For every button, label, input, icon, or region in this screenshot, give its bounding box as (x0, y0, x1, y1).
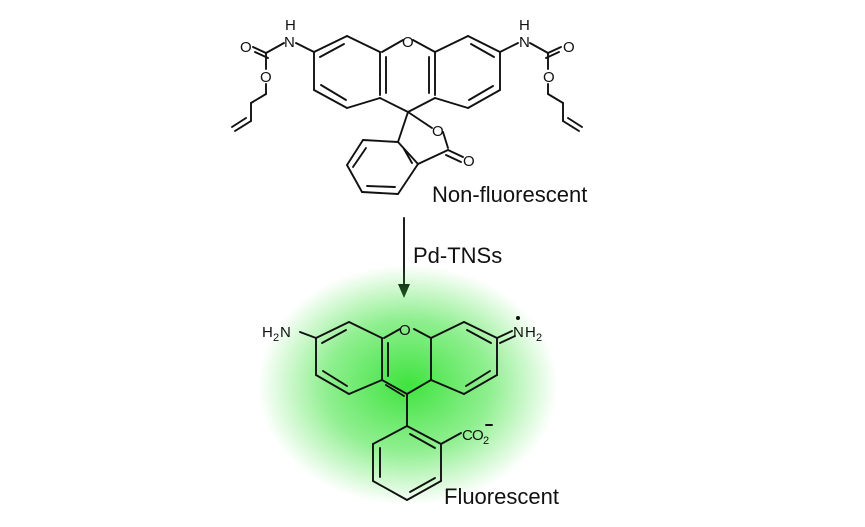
left-alloc-carbamate (231, 42, 315, 132)
fluorescence-glow (258, 265, 558, 505)
amine-h: H (262, 324, 273, 341)
lactone-carbonyl-oxygen: O (463, 153, 475, 170)
iminium-subscript: 2 (536, 332, 542, 344)
right-alloc-carbamate (499, 42, 583, 132)
product-xanthene-oxygen: O (399, 322, 411, 339)
fluorescent-label: Fluorescent (444, 484, 559, 509)
lactone-ring-oxygen: O (432, 123, 444, 140)
amine-n: N (280, 324, 291, 341)
left-ester-oxygen: O (260, 69, 272, 86)
amine-subscript: 2 (273, 332, 279, 344)
left-nh-hydrogen: H (285, 17, 296, 34)
carboxylate-c: C (462, 427, 473, 444)
carboxylate-o: O (472, 427, 484, 444)
xanthene-core (313, 35, 501, 113)
rhodamine-core (315, 321, 498, 397)
xanthene-oxygen: O (402, 34, 414, 51)
right-nh-hydrogen: H (519, 17, 530, 34)
left-carbonyl-oxygen: O (240, 39, 252, 56)
iminium-n: N (513, 324, 524, 341)
spirolactone (346, 111, 464, 195)
pendant-benzoate-ring (372, 393, 462, 501)
product-molecule: O H 2 N N H 2 C O 2 (262, 316, 542, 501)
iminium-charge-dot (516, 316, 520, 320)
carboxylate-subscript: 2 (483, 435, 489, 447)
non-fluorescent-label: Non-fluorescent (432, 182, 588, 207)
amine-bond (299, 331, 317, 339)
right-carbonyl-oxygen: O (563, 39, 575, 56)
left-nh-nitrogen: N (284, 34, 295, 51)
reagent-label: Pd-TNSs (413, 243, 503, 268)
reactant-molecule: O O O (231, 17, 583, 195)
iminium-h: H (525, 324, 536, 341)
right-ester-oxygen: O (543, 69, 555, 86)
iminium-bond-1 (496, 330, 513, 339)
right-nh-nitrogen: N (519, 34, 530, 51)
iminium-bond-2 (499, 335, 516, 344)
